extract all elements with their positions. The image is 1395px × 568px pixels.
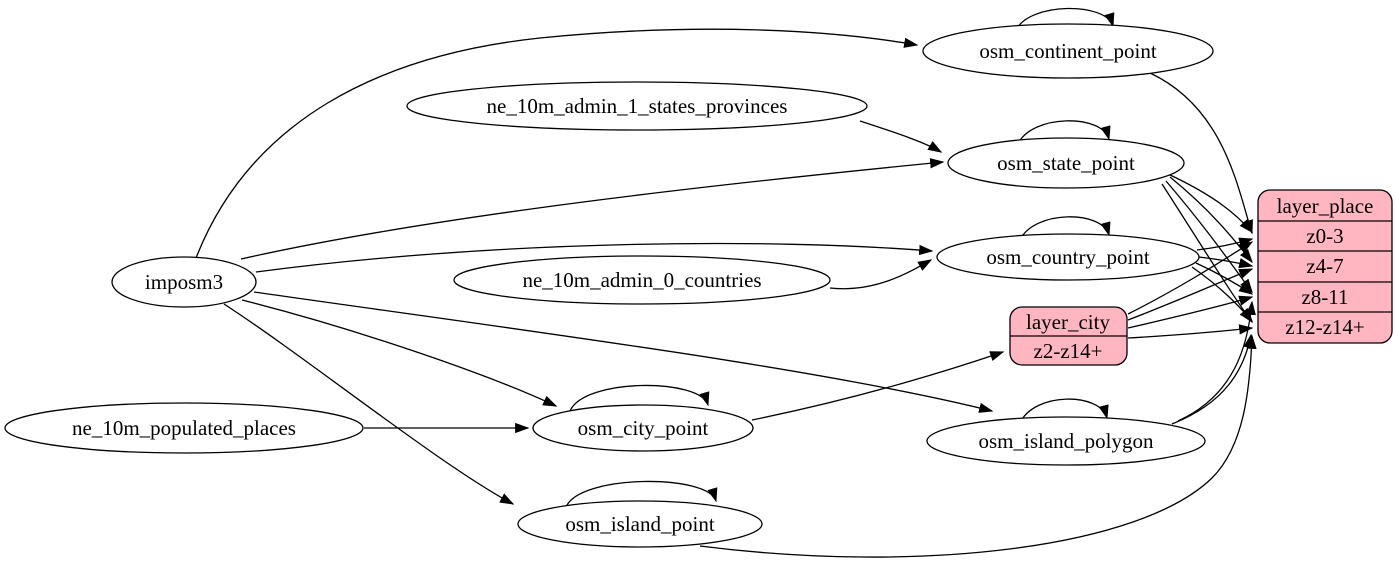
node-osm_country_point: osm_country_point: [936, 233, 1200, 281]
edge-osm_state_point-to-layer_place-z0-3: [1167, 173, 1253, 234]
node-osm_continent_point: osm_continent_point: [922, 23, 1214, 79]
node-osm_state_point-label: osm_state_point: [997, 151, 1135, 175]
node-osm_island_point-shape: [517, 500, 763, 548]
edge-ne_10m_admin_1_states_provinces-to-osm_state_point: [859, 120, 943, 153]
edge-imposm3-to-osm_country_point: [255, 242, 934, 273]
edge-layer_city-to-layer_place-z12-z14: [1127, 324, 1254, 339]
edge-osm_country_point-to-layer_place-z4-7: [1198, 256, 1254, 269]
record-layer_place-row-z12-z14: z12-z14+: [1285, 315, 1364, 339]
edge-osm_island_polygon-to-layer_place-z8-11: [1177, 300, 1256, 422]
node-osm_city_point: osm_city_point: [532, 404, 754, 452]
node-ne_10m_admin_0_countries-shape: [453, 255, 831, 305]
record-layer_city: layer_city z2-z14+: [1009, 306, 1128, 366]
node-osm_island_polygon-label: osm_island_polygon: [978, 429, 1154, 453]
node-ne_10m_populated_places: ne_10m_populated_places: [4, 402, 364, 454]
edge-osm_continent_point-to-layer_place-z0-3: [1149, 72, 1253, 235]
node-osm_country_point-shape: [936, 233, 1200, 281]
node-osm_city_point-shape: [532, 404, 754, 452]
self-loop-osm_country_point: [1019, 216, 1111, 241]
edge-osm_city_point-to-layer_city-z2-z14: [751, 351, 1005, 421]
edge-imposm3-to-osm_state_point: [240, 158, 945, 260]
edge-imposm3-to-osm_island_point: [223, 303, 515, 505]
node-imposm3: imposm3: [111, 256, 257, 308]
edge-osm_island_point-to-layer_place-z12-z14: [699, 334, 1257, 558]
node-ne_10m_admin_0_countries-label: ne_10m_admin_0_countries: [522, 268, 761, 292]
record-layer_city-title: layer_city: [1026, 310, 1110, 334]
node-osm_island_polygon-shape: [926, 416, 1206, 466]
edge-layer_city-to-layer_place-z8-11: [1127, 295, 1254, 329]
node-osm_island_polygon: osm_island_polygon: [926, 416, 1206, 466]
node-ne_10m_populated_places-shape: [4, 402, 364, 454]
node-osm_state_point-shape: [947, 137, 1185, 189]
edge-layer_city-to-layer_place-z0-3: [1127, 241, 1254, 315]
record-layer_place-row-z8-11: z8-11: [1301, 285, 1348, 309]
node-imposm3-label: imposm3: [145, 270, 223, 294]
edge-osm_country_point-to-layer_place-z8-11: [1195, 262, 1254, 295]
self-loop-osm_continent_point: [1015, 7, 1115, 31]
record-layer_place: layer_place z0-3 z4-7 z8-11 z12-z14+: [1257, 189, 1393, 344]
edge-imposm3-to-osm_island_polygon: [253, 291, 994, 413]
edge-osm_state_point-to-layer_place-z8-11: [1165, 180, 1253, 294]
record-layer_place-row-z0-3: z0-3: [1306, 224, 1343, 248]
record-layer_city-row-z2-z14: z2-z14+: [1034, 339, 1103, 363]
edge-imposm3-to-osm_continent_point: [195, 28, 919, 259]
edge-osm_state_point-to-layer_place-z4-7: [1169, 176, 1253, 264]
edge-layer_city-to-layer_place-z4-7: [1127, 268, 1254, 321]
node-ne_10m_admin_1_states_provinces-shape: [406, 81, 868, 131]
node-ne_10m_populated_places-label: ne_10m_populated_places: [72, 416, 296, 440]
node-ne_10m_admin_1_states_provinces-label: ne_10m_admin_1_states_provinces: [487, 94, 788, 118]
record-layer_place-row-z4-7: z4-7: [1306, 254, 1343, 278]
edge-imposm3-to-osm_city_point: [241, 299, 558, 407]
self-loop-osm_city_point: [569, 384, 710, 412]
node-osm_country_point-label: osm_country_point: [986, 245, 1149, 269]
node-osm_city_point-label: osm_city_point: [578, 416, 709, 440]
edge-ne_10m_admin_0_countries-to-osm_country_point: [829, 259, 933, 290]
node-imposm3-shape: [111, 256, 257, 308]
self-loop-osm_island_polygon: [1019, 398, 1109, 424]
node-ne_10m_admin_1_states_provinces: ne_10m_admin_1_states_provinces: [406, 81, 868, 131]
edge-osm_island_polygon-to-layer_place-z12-z14: [1171, 333, 1254, 425]
node-osm_continent_point-shape: [922, 23, 1214, 79]
edge-osm_country_point-to-layer_place-z12-z14: [1191, 266, 1253, 323]
self-loop-osm_island_point: [565, 480, 718, 508]
node-osm_continent_point-label: osm_continent_point: [979, 39, 1156, 63]
self-loop-osm_state_point: [1017, 120, 1111, 145]
record-layer_place-shape: [1257, 189, 1393, 344]
node-osm_state_point: osm_state_point: [947, 137, 1185, 189]
edge-osm_country_point-to-layer_place-z0-3: [1196, 237, 1254, 251]
node-ne_10m_admin_0_countries: ne_10m_admin_0_countries: [453, 255, 831, 305]
edges: [195, 7, 1257, 558]
record-layer_place-title: layer_place: [1277, 194, 1374, 218]
node-osm_island_point-label: osm_island_point: [565, 512, 715, 536]
node-osm_island_point: osm_island_point: [517, 500, 763, 548]
